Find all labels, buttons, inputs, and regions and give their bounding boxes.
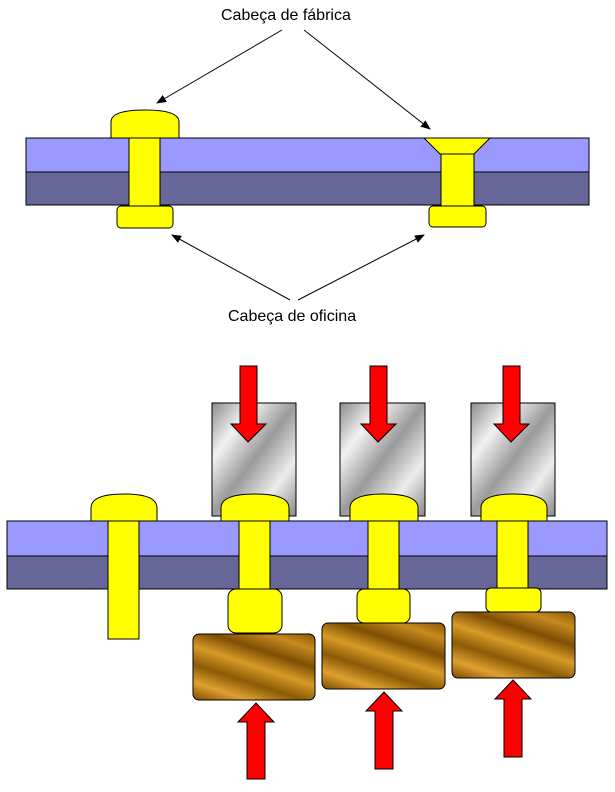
force-arrow-up	[236, 702, 276, 780]
shop-head-arrow-right	[297, 234, 425, 301]
stage-2	[192, 365, 316, 780]
top-plate-upper	[25, 137, 590, 173]
rivet-shop-head	[428, 205, 487, 228]
shop-head-label: Cabeça de oficina	[228, 308, 357, 325]
force-arrow-down	[359, 365, 398, 443]
round-head-rivet	[110, 109, 180, 229]
rivet-shank	[107, 520, 140, 640]
bottom-figure	[6, 365, 608, 780]
top-plate-lower	[25, 171, 590, 206]
top-plate-assembly	[25, 137, 590, 206]
rivet-shop-head-forming	[356, 588, 411, 624]
rivet-shank	[367, 520, 400, 592]
force-arrow-up	[493, 679, 533, 758]
rivet-shank	[238, 520, 271, 592]
bucking-bar	[451, 611, 576, 679]
rivet-shank	[440, 153, 475, 207]
rivet-factory-head	[90, 493, 158, 522]
factory-head-label: Cabeça de fábrica	[221, 7, 351, 24]
rivet-shop-head-formed	[485, 587, 542, 613]
rivet-shank	[496, 520, 529, 592]
rivet-factory-head	[349, 493, 419, 522]
rivet-factory-head	[220, 493, 290, 522]
bucking-bar	[192, 633, 316, 701]
rivet-factory-head	[110, 109, 180, 139]
top-figure	[25, 29, 590, 301]
bucking-bar	[321, 622, 446, 690]
rivet-shop-head	[116, 205, 174, 229]
rivet-shank	[128, 137, 161, 207]
stage-4	[451, 365, 576, 758]
stage-1-rivet	[90, 493, 158, 640]
force-arrow-down	[492, 365, 531, 443]
rivet-shop-head-forming	[227, 588, 283, 634]
factory-head-arrow-right	[303, 29, 431, 130]
stage-3	[321, 365, 446, 770]
rivet-factory-head	[480, 493, 548, 522]
force-arrow-down	[229, 365, 268, 443]
shop-head-arrow-left	[171, 234, 291, 301]
factory-head-arrow-left	[156, 29, 283, 104]
countersunk-rivet	[422, 137, 492, 228]
force-arrow-up	[364, 691, 404, 770]
